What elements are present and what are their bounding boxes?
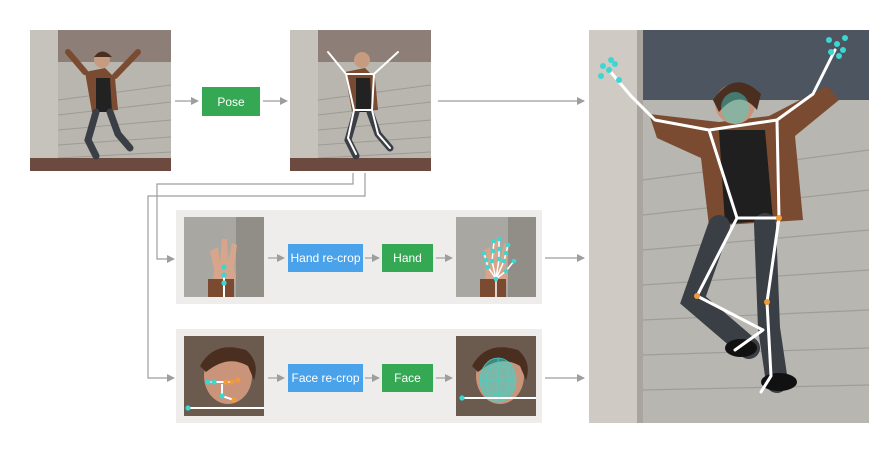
face-recrop-box: Face re-crop [288, 364, 363, 392]
hand-model-box: Hand [382, 244, 433, 272]
face-crop-image [184, 336, 264, 416]
hand-landmarks-image [456, 217, 536, 297]
pose-model-box: Pose [202, 87, 260, 116]
face-model-box: Face [382, 364, 433, 392]
combined-result-image [589, 30, 869, 423]
hand-recrop-box: Hand re-crop [288, 244, 363, 272]
face-landmarks-image [456, 336, 536, 416]
connector-to-face [147, 173, 366, 382]
pose-output-image [290, 30, 431, 171]
input-image [30, 30, 171, 171]
hand-crop-image [184, 217, 264, 297]
connector-to-hand [156, 173, 354, 263]
